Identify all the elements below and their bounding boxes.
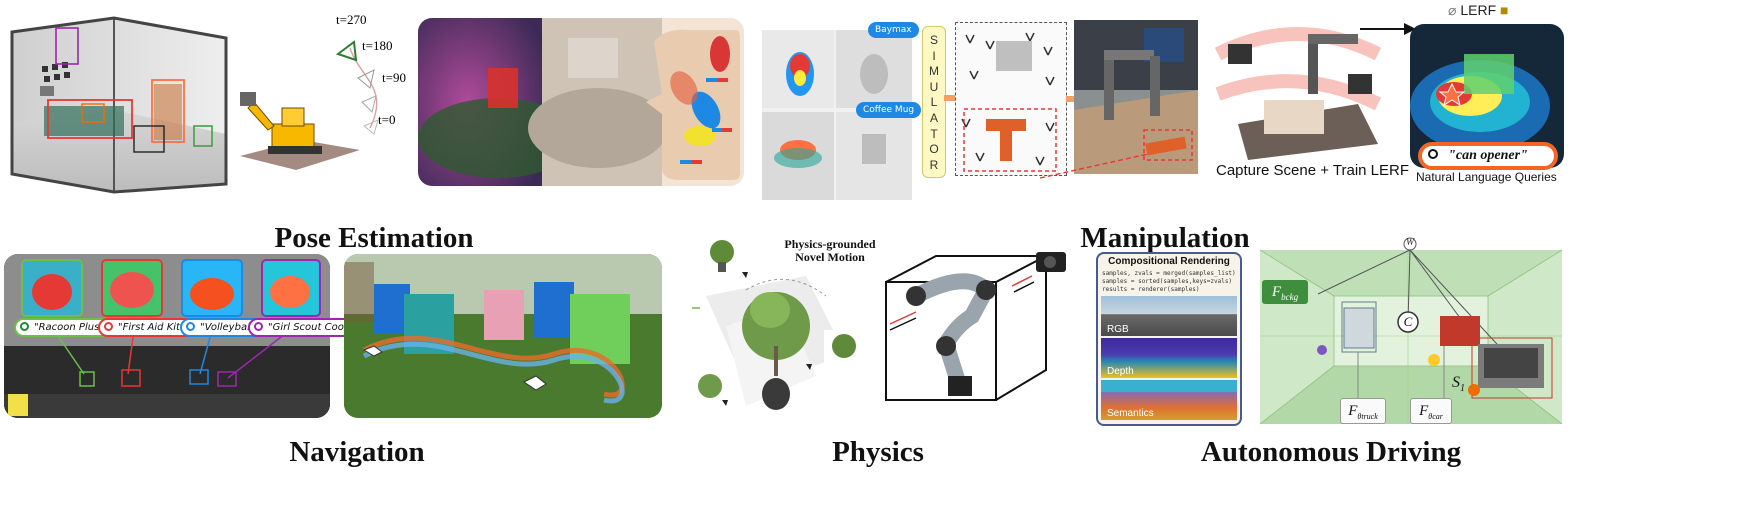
rgb-label: RGB bbox=[1107, 324, 1129, 335]
timestep-label-180: t=180 bbox=[362, 38, 393, 53]
section-title-physics: Physics bbox=[832, 436, 924, 468]
nav-query-chip-1: "First Aid Kit" bbox=[98, 318, 195, 337]
physics-caption: Physics-grounded Novel Motion bbox=[760, 238, 900, 264]
section-title-autonomous-driving: Autonomous Driving bbox=[1200, 436, 1462, 468]
comp-render-title: Compositional Rendering bbox=[1108, 256, 1230, 267]
lerf-search-icon bbox=[1428, 149, 1438, 159]
section-title-pose-estimation: Pose Estimation bbox=[274, 222, 474, 254]
search-icon bbox=[20, 322, 29, 331]
lerf-capture-panel bbox=[1208, 14, 1386, 160]
rgb-render: RGB bbox=[1101, 296, 1237, 336]
depth-render: Depth bbox=[1101, 338, 1237, 378]
query-bubble-coffee-mug: Coffee Mug bbox=[856, 102, 922, 118]
capture-caption: Capture Scene + Train LERF bbox=[1216, 162, 1410, 179]
search-icon bbox=[104, 322, 113, 331]
s1-symbol: S bbox=[1452, 374, 1460, 391]
bckg-symbol: F bbox=[1271, 284, 1282, 300]
simulator-letter-1: I bbox=[932, 48, 936, 63]
simulator-letter-0: S bbox=[929, 33, 938, 47]
code-line-1: samples = sorted(samples,keys=zvals) bbox=[1102, 278, 1233, 285]
semantics-render: Semantics bbox=[1101, 380, 1237, 420]
s1-label: S1 bbox=[1452, 374, 1465, 394]
tractor-icon: ■ bbox=[1500, 2, 1509, 18]
nav-query-text-2: "Volleyball" bbox=[200, 322, 258, 333]
simulator-letter-8: R bbox=[929, 157, 939, 172]
nlq-caption: Natural Language Queries bbox=[1416, 170, 1557, 184]
nav-query-text-0: "Racoon Plush" bbox=[34, 322, 111, 333]
novel-motion-scene bbox=[692, 236, 864, 420]
timestep-label-270: t=270 bbox=[336, 12, 367, 27]
robot-arm-cube bbox=[885, 252, 1066, 401]
simulator-letter-5: A bbox=[929, 110, 938, 125]
car-symbol: F bbox=[1419, 403, 1429, 419]
lego-excavator-render bbox=[240, 92, 360, 170]
timestep-label-0: t=0 bbox=[378, 112, 396, 127]
bckg-subscript: bckg bbox=[1281, 292, 1299, 302]
camera-trajectory-plot bbox=[335, 40, 379, 135]
s1-subscript: 1 bbox=[1460, 383, 1465, 395]
scene-graph-diagram bbox=[1259, 237, 1563, 425]
car-field-box: Fθcar bbox=[1410, 398, 1452, 424]
lerf-tag: ⌀ LERF ■ bbox=[1448, 2, 1508, 19]
query-bubble-baymax: Baymax bbox=[868, 22, 919, 38]
robot-arm-photo-panel bbox=[1074, 20, 1198, 174]
simulator-letter-6: T bbox=[930, 126, 938, 141]
semantics-label: Semantics bbox=[1107, 408, 1154, 419]
code-line-0: samples, zvals = merged(samples_list) bbox=[1102, 270, 1236, 277]
manip-heatmap-panel bbox=[762, 30, 912, 200]
section-title-manipulation: Manipulation bbox=[1080, 222, 1250, 254]
world-node: W bbox=[1405, 237, 1415, 248]
code-line-2: results = renderer(samples) bbox=[1102, 286, 1200, 293]
arrow-to-lerf bbox=[1360, 23, 1416, 35]
car-subscript: θcar bbox=[1428, 412, 1443, 421]
compositional-rendering-panel: Compositional Rendering samples, zvals =… bbox=[1096, 252, 1242, 426]
nav-query-text-3: "Girl Scout Cookies" bbox=[268, 322, 369, 333]
simulator-letter-4: L bbox=[930, 95, 938, 110]
grasp-sampling-panel bbox=[955, 22, 1067, 176]
nav-query-text-1: "First Aid Kit" bbox=[118, 322, 185, 333]
indoor-room-cutaway bbox=[10, 16, 228, 194]
search-icon bbox=[254, 322, 263, 331]
gaussian-splat-panel bbox=[418, 18, 744, 186]
lerf-query-box: "can opener" bbox=[1418, 142, 1558, 170]
paperclip-icon: ⌀ bbox=[1448, 2, 1457, 18]
truck-symbol: F bbox=[1348, 403, 1358, 419]
search-icon bbox=[186, 322, 195, 331]
code-block: samples, zvals = merged(samples_list) sa… bbox=[1102, 270, 1236, 294]
simulator-letter-7: O bbox=[929, 142, 939, 157]
simulator-letter-2: M bbox=[929, 64, 939, 79]
depth-label: Depth bbox=[1107, 366, 1134, 377]
truck-subscript: θtruck bbox=[1357, 412, 1378, 421]
section-title-navigation: Navigation bbox=[289, 436, 425, 468]
physics-caption-line1: Physics-grounded bbox=[784, 237, 876, 251]
nav-park-panel bbox=[344, 254, 662, 418]
background-field-box: Fbckg bbox=[1262, 280, 1308, 304]
truck-field-box: Fθtruck bbox=[1340, 398, 1386, 424]
lerf-tag-text: LERF bbox=[1460, 2, 1497, 18]
timestep-label-90: t=90 bbox=[382, 70, 406, 85]
physics-caption-line2: Novel Motion bbox=[795, 250, 865, 264]
dashed-link-line bbox=[1040, 153, 1149, 179]
simulator-letter-3: U bbox=[929, 79, 939, 94]
lerf-query-text: "can opener" bbox=[1448, 148, 1528, 163]
center-node: C bbox=[1403, 314, 1413, 329]
